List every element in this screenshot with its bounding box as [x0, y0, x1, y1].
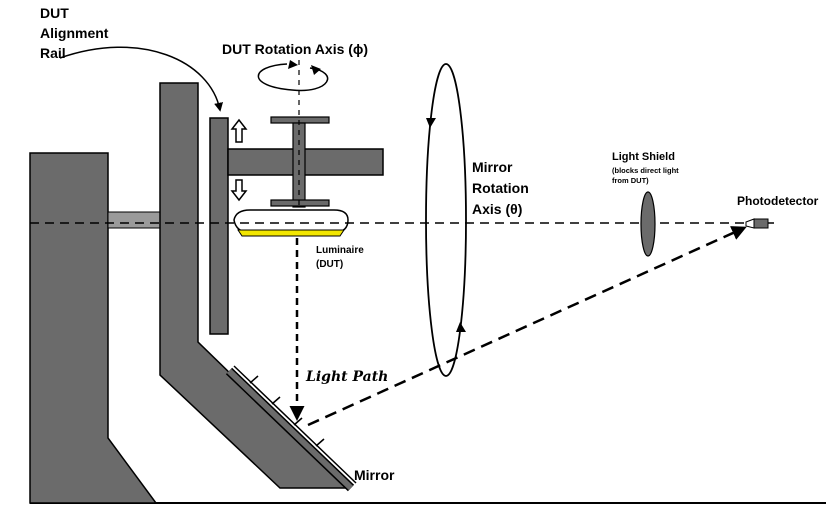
arrow-up-icon — [230, 118, 248, 143]
mirror-assembly — [225, 365, 357, 492]
dut-rotation-arrow — [257, 60, 329, 92]
label-light-shield-note1: (blocks direct light — [612, 166, 679, 175]
label-mirror-rotation-line2: Rotation — [472, 180, 529, 196]
axle-left — [107, 211, 169, 229]
rail-pointer-arrow — [59, 46, 223, 112]
label-mirror-rotation-line3: Axis (θ) — [472, 201, 522, 217]
label-mirror-rotation-line1: Mirror — [472, 159, 513, 175]
light-path-reflected — [307, 226, 747, 427]
luminaire-lens — [237, 229, 345, 237]
label-photodetector: Photodetector — [737, 194, 819, 208]
label-light-path: Light Path — [305, 369, 388, 385]
label-mirror: Mirror — [354, 467, 395, 483]
label-light-shield-note2: from DUT) — [612, 176, 649, 185]
label-rail-line3: Rail — [40, 45, 66, 61]
photodetector — [745, 218, 769, 229]
label-light-shield: Light Shield — [612, 151, 675, 163]
label-rail-line1: DUT — [40, 5, 69, 21]
label-luminaire-line2: (DUT) — [316, 259, 343, 270]
label-dut-rotation-axis: DUT Rotation Axis (ϕ) — [222, 41, 368, 57]
base-column — [29, 152, 158, 504]
label-luminaire-line1: Luminaire — [316, 245, 364, 256]
alignment-rail — [209, 117, 229, 335]
light-shield — [640, 191, 656, 257]
arrow-down-icon — [230, 179, 248, 202]
label-rail-line2: Alignment — [40, 25, 109, 41]
mirror-rotation-ellipse — [425, 63, 467, 377]
main-frame — [159, 82, 350, 489]
luminaire-body — [233, 209, 349, 237]
